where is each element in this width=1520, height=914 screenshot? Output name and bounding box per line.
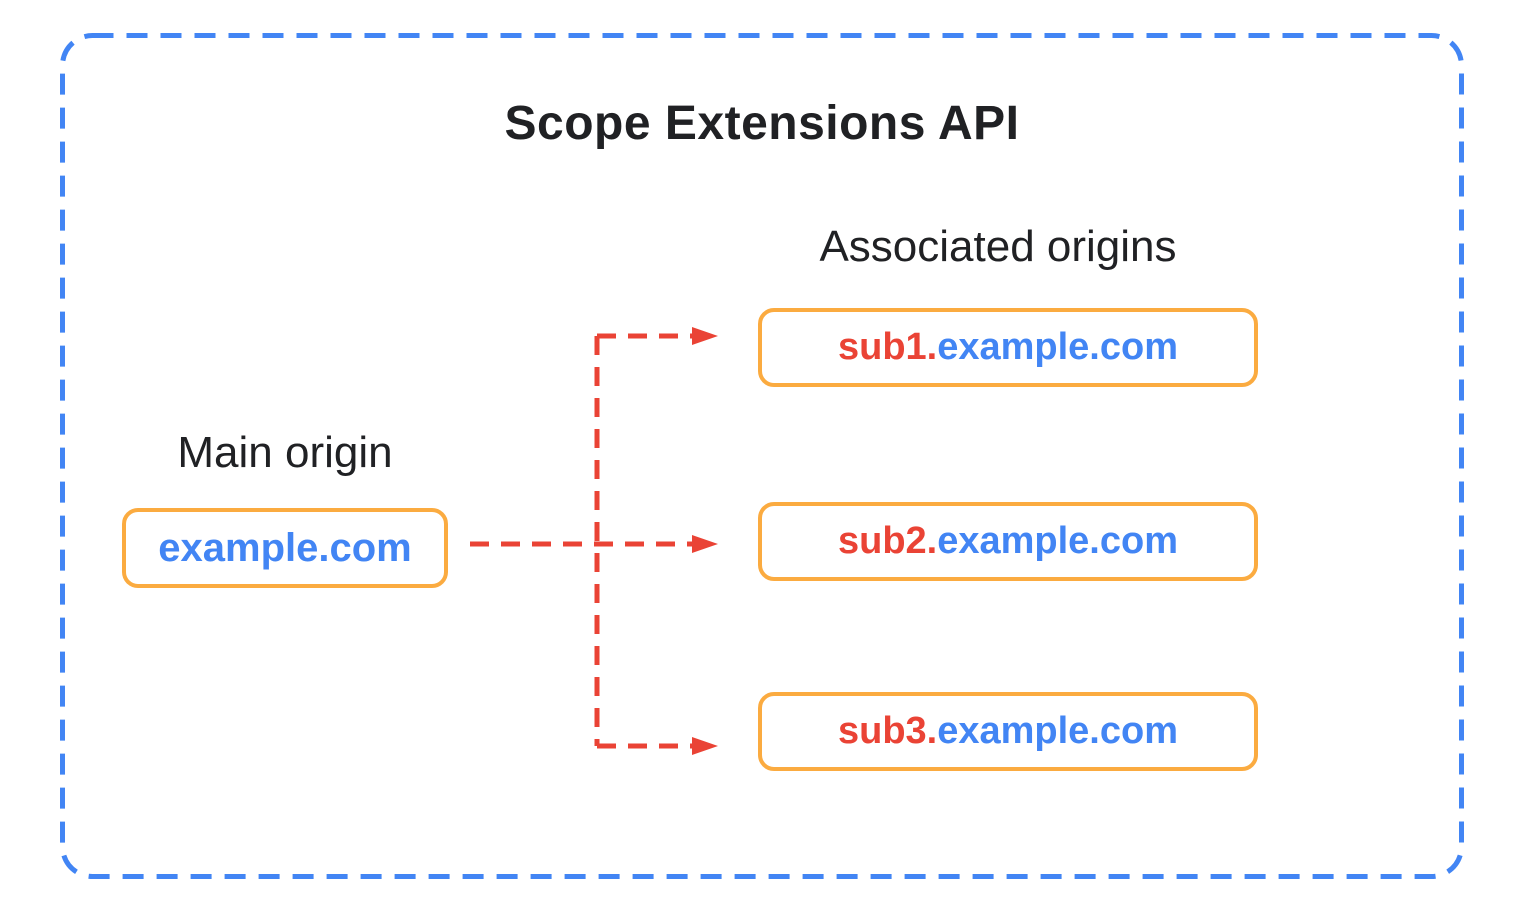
sub1-subdomain-text: sub1. (837, 326, 938, 368)
sub2-subdomain-text: sub2. (837, 520, 938, 562)
associated-origin-box-sub2: sub2.example.com (758, 502, 1258, 581)
arrowhead-sub2-icon (692, 535, 718, 553)
main-origin-label: Main origin (177, 428, 393, 477)
diagram-title: Scope Extensions API (504, 97, 1020, 150)
sub1-domain-text: example.com (937, 326, 1179, 368)
main-origin-box: example.com (122, 508, 448, 588)
arrowhead-sub3-icon (692, 737, 718, 755)
arrowhead-sub1-icon (692, 327, 718, 345)
associated-origin-box-sub1: sub1.example.com (758, 308, 1258, 387)
sub3-domain-text: example.com (937, 710, 1179, 752)
sub2-domain-text: example.com (937, 520, 1179, 562)
sub3-subdomain-text: sub3. (837, 710, 938, 752)
associated-origin-box-sub3: sub3.example.com (758, 692, 1258, 771)
associated-origins-label: Associated origins (819, 222, 1177, 271)
main-origin-domain-text: example.com (158, 525, 412, 570)
